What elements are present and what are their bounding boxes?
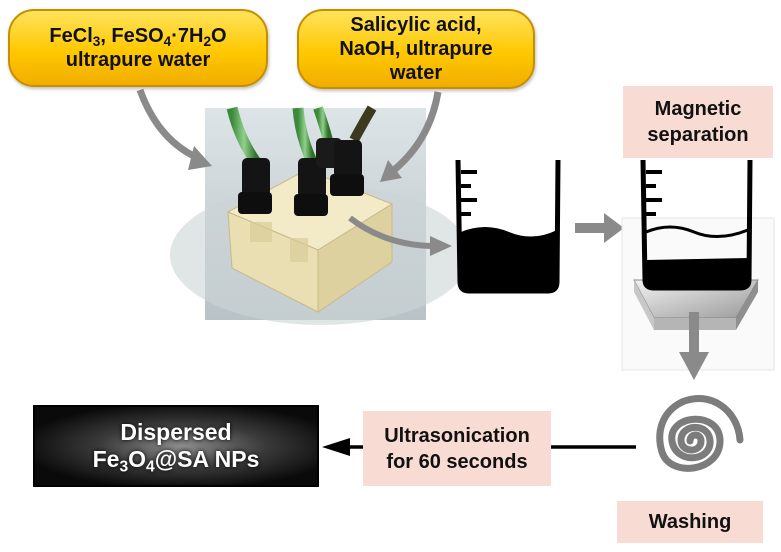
dispersed-nps-result: Dispersed Fe3O4@SA NPs bbox=[33, 405, 319, 487]
beaker-separation-icon bbox=[640, 159, 753, 291]
ligand-line1: Salicylic acid, bbox=[350, 14, 482, 36]
washing-label: Washing bbox=[617, 501, 763, 543]
result-line1: Dispersed bbox=[120, 419, 232, 445]
input-arrow-left bbox=[136, 88, 212, 170]
input-arrow-right bbox=[380, 91, 442, 182]
washing-text: Washing bbox=[648, 511, 732, 533]
arrow-to-washing bbox=[679, 312, 709, 380]
iron-precursors-line1: FeCl3, FeSO4·7H2O bbox=[49, 25, 227, 50]
spiral-icon bbox=[656, 394, 744, 472]
arrow-to-separation bbox=[575, 213, 624, 243]
outlet-arrow bbox=[348, 215, 452, 256]
ultrasonication-line2: for 60 seconds bbox=[386, 450, 528, 473]
magnetic-line2: separation bbox=[647, 124, 749, 146]
magnetic-line1: Magnetic bbox=[654, 98, 742, 120]
iron-precursors-line2: ultrapure water bbox=[65, 49, 211, 71]
magnetic-separation-label: Magnetic separation bbox=[623, 86, 773, 158]
mixing-device-photo bbox=[170, 105, 470, 325]
iron-precursors-label: FeCl3, FeSO4·7H2O ultrapure water bbox=[8, 9, 268, 87]
ultrasonication-line1: Ultrasonication bbox=[384, 424, 530, 447]
result-line2: Fe3O4@SA NPs bbox=[92, 446, 260, 476]
ultrasonication-label: Ultrasonication for 60 seconds bbox=[363, 411, 551, 486]
beaker-icon bbox=[455, 159, 561, 294]
ligand-line3: water bbox=[389, 62, 443, 84]
ligand-line2: NaOH, ultrapure bbox=[339, 38, 493, 60]
ligand-solution-label: Salicylic acid, NaOH, ultrapure water bbox=[297, 9, 535, 89]
